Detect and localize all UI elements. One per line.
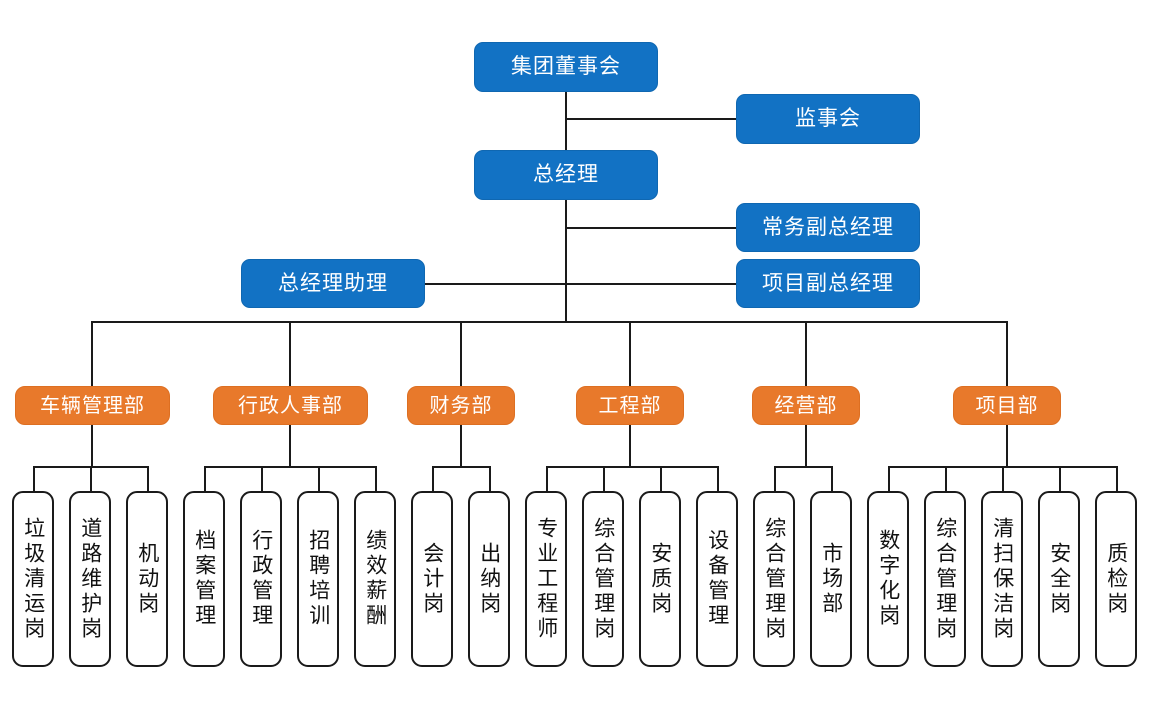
connector-dept5-leaf2: [831, 466, 833, 491]
node-position-equipment-management[interactable]: 设备管理: [696, 491, 738, 667]
connector-dept1-leaf1: [33, 466, 35, 491]
connector-dept4-bus: [546, 466, 718, 468]
connector-dept2-bus: [204, 466, 376, 468]
connector-dept6-stem: [1006, 424, 1008, 466]
node-position-mobile-duty[interactable]: 机动岗: [126, 491, 168, 667]
connector-dept6-leaf1: [888, 466, 890, 491]
connector-dept1-leaf3: [147, 466, 149, 491]
connector-dept4-leaf2: [603, 466, 605, 491]
connector-dept5-bus: [774, 466, 832, 468]
connector-dept6-leaf5: [1116, 466, 1118, 491]
connector-dept3-bus: [432, 466, 490, 468]
node-position-archive-management[interactable]: 档案管理: [183, 491, 225, 667]
node-position-safety-quality[interactable]: 安质岗: [639, 491, 681, 667]
node-position-recruitment-training[interactable]: 招聘培训: [297, 491, 339, 667]
node-position-comprehensive-management-ops[interactable]: 综合管理岗: [753, 491, 795, 667]
node-position-cashier[interactable]: 出纳岗: [468, 491, 510, 667]
node-board-of-directors[interactable]: 集团董事会: [474, 42, 658, 92]
node-position-quality-inspection[interactable]: 质检岗: [1095, 491, 1137, 667]
node-project-deputy-gm[interactable]: 项目副总经理: [736, 259, 920, 308]
node-position-digitalization[interactable]: 数字化岗: [867, 491, 909, 667]
connector-drop-dept-4: [629, 321, 631, 386]
connector-gm-assistant: [425, 283, 566, 285]
node-department-admin-hr[interactable]: 行政人事部: [213, 386, 368, 425]
connector-dept2-leaf3: [318, 466, 320, 491]
connector-dept2-leaf4: [375, 466, 377, 491]
connector-drop-dept-1: [91, 321, 93, 386]
connector-dept4-leaf1: [546, 466, 548, 491]
node-department-vehicle-management[interactable]: 车辆管理部: [15, 386, 170, 425]
node-department-project[interactable]: 项目部: [953, 386, 1061, 425]
node-position-professional-engineer[interactable]: 专业工程师: [525, 491, 567, 667]
connector-board-to-gm: [565, 91, 567, 150]
node-position-marketing[interactable]: 市场部: [810, 491, 852, 667]
node-executive-deputy-gm[interactable]: 常务副总经理: [736, 203, 920, 252]
connector-dept4-leaf4: [717, 466, 719, 491]
connector-department-bus: [91, 321, 1008, 323]
node-position-administration[interactable]: 行政管理: [240, 491, 282, 667]
connector-gm-to-project-deputy: [565, 283, 737, 285]
node-department-finance[interactable]: 财务部: [407, 386, 515, 425]
connector-dept6-leaf2: [945, 466, 947, 491]
node-position-accounting[interactable]: 会计岗: [411, 491, 453, 667]
connector-dept1-leaf2: [90, 466, 92, 491]
connector-gm-down: [565, 199, 567, 322]
connector-dept2-stem: [289, 424, 291, 466]
node-position-comprehensive-management-eng[interactable]: 综合管理岗: [582, 491, 624, 667]
connector-dept3-leaf2: [489, 466, 491, 491]
connector-dept4-stem: [629, 424, 631, 466]
connector-dept5-stem: [805, 424, 807, 466]
node-department-engineering[interactable]: 工程部: [576, 386, 684, 425]
node-position-safety[interactable]: 安全岗: [1038, 491, 1080, 667]
connector-dept2-leaf2: [261, 466, 263, 491]
connector-dept4-leaf3: [660, 466, 662, 491]
connector-dept5-leaf1: [774, 466, 776, 491]
connector-drop-dept-6: [1006, 321, 1008, 386]
connector-board-to-supervisory: [565, 118, 737, 120]
node-position-cleaning-sanitation[interactable]: 清扫保洁岗: [981, 491, 1023, 667]
node-position-road-maintenance[interactable]: 道路维护岗: [69, 491, 111, 667]
connector-dept1-stem: [91, 424, 93, 466]
node-supervisory-board[interactable]: 监事会: [736, 94, 920, 144]
connector-gm-to-exec-deputy: [565, 227, 737, 229]
node-position-comprehensive-management-proj[interactable]: 综合管理岗: [924, 491, 966, 667]
node-position-waste-transport[interactable]: 垃圾清运岗: [12, 491, 54, 667]
node-general-manager[interactable]: 总经理: [474, 150, 658, 200]
node-department-operations[interactable]: 经营部: [752, 386, 860, 425]
connector-drop-dept-3: [460, 321, 462, 386]
connector-dept3-stem: [460, 424, 462, 466]
connector-drop-dept-5: [805, 321, 807, 386]
connector-dept6-leaf4: [1059, 466, 1061, 491]
node-position-performance-compensation[interactable]: 绩效薪酬: [354, 491, 396, 667]
connector-dept3-leaf1: [432, 466, 434, 491]
connector-dept2-leaf1: [204, 466, 206, 491]
connector-drop-dept-2: [289, 321, 291, 386]
connector-dept6-leaf3: [1002, 466, 1004, 491]
node-gm-assistant[interactable]: 总经理助理: [241, 259, 425, 308]
